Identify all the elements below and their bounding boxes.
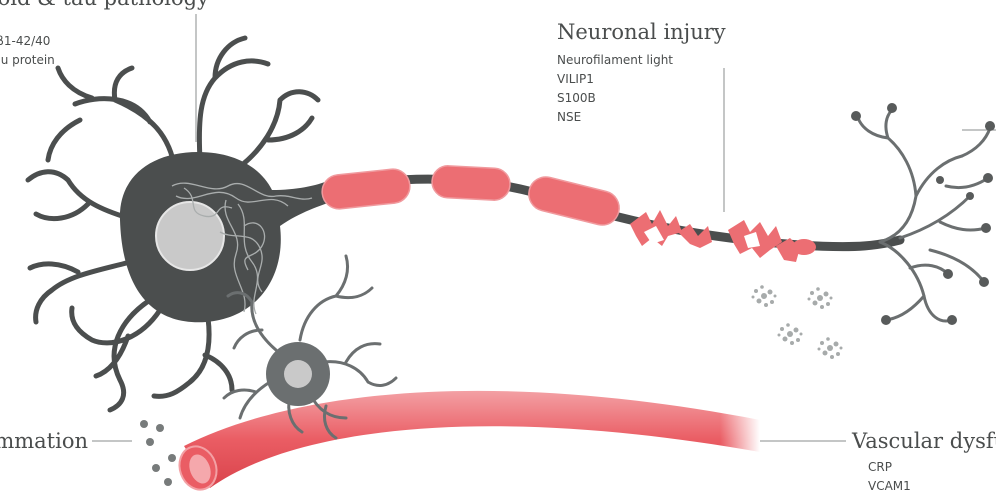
label-neuronal-title: Neuronal injury — [557, 22, 726, 43]
neuron-nucleus — [156, 202, 224, 270]
protein-aggregates — [752, 285, 843, 359]
marker-abeta: Aβ1-42/40 — [0, 32, 55, 51]
marker-tau: Tau protein — [0, 51, 55, 70]
marker-nfl: Neurofilament light — [557, 51, 673, 70]
label-vascular-items: CRP VCAM1 — [868, 458, 911, 495]
axon-terminal — [858, 110, 990, 321]
myelin-sheaths — [320, 165, 622, 229]
blood-vessel-fade — [600, 380, 760, 470]
label-amyloid-title: Amyloid & tau pathology — [0, 0, 209, 9]
marker-vilip1: VILIP1 — [557, 70, 673, 89]
microglia-nucleus — [284, 360, 312, 388]
marker-crp: CRP — [868, 458, 911, 477]
marker-nse: NSE — [557, 108, 673, 127]
marker-s100b: S100B — [557, 89, 673, 108]
cytokine-dots — [140, 420, 176, 486]
label-neuronal-items: Neurofilament light VILIP1 S100B NSE — [557, 51, 673, 127]
label-vascular-title: Vascular dysfunction — [852, 431, 996, 452]
label-amyloid-items: Aβ1-42/40 Tau protein — [0, 32, 55, 70]
marker-vcam1: VCAM1 — [868, 477, 911, 495]
label-inflammation-title: Neuroinflammation — [0, 431, 88, 452]
